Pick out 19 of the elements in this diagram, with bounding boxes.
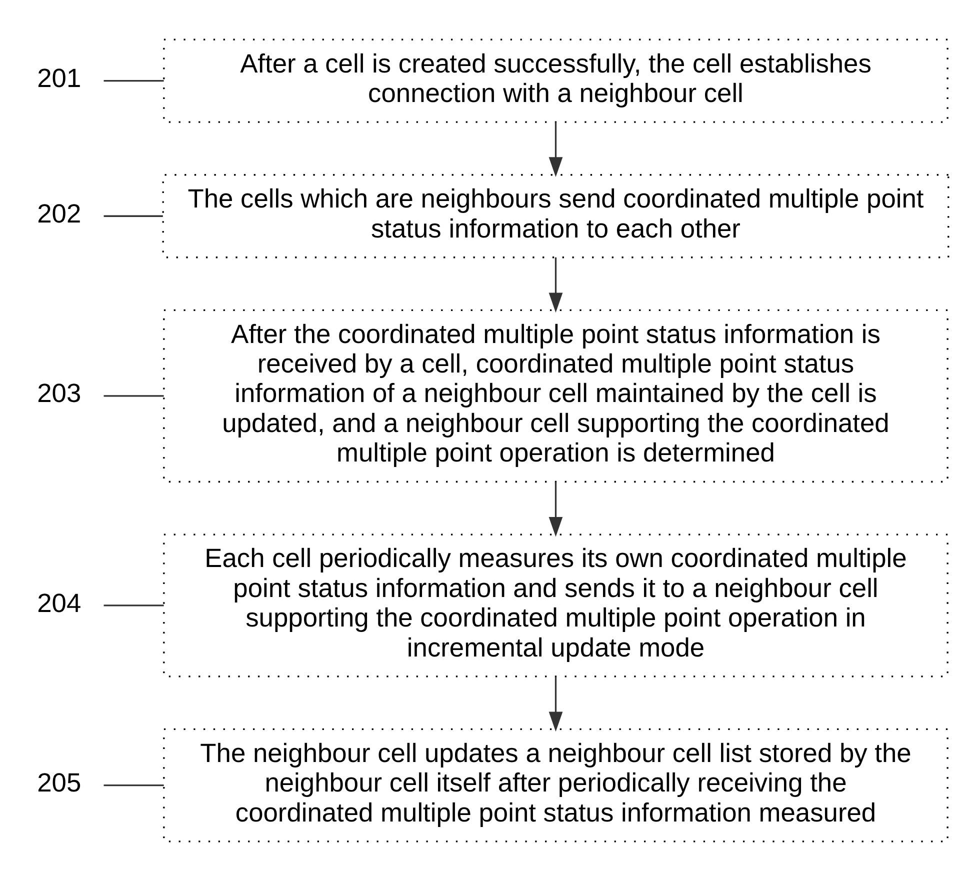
connector xyxy=(104,80,164,82)
connector xyxy=(104,784,164,786)
node-text: 202 xyxy=(37,198,82,228)
arrow xyxy=(548,122,563,176)
node-text: 203 xyxy=(37,378,82,408)
node-box: The cells which are neighbours send coordinated multiple point status information to each other xyxy=(162,174,950,258)
arrow xyxy=(548,676,563,732)
node-box: Each cell periodically measures its own coordinated multiple point status information and sends it to a neighbour cell supporting the coordinated multiple point operation in incremental update mode xyxy=(163,533,948,677)
node-box: After a cell is created successfully, the cell establishes connection with a neighbour cell xyxy=(163,38,948,122)
node-text: 204 xyxy=(37,587,82,618)
arrow xyxy=(548,482,563,536)
connector xyxy=(104,604,164,606)
connector xyxy=(104,394,164,396)
node-text: 205 xyxy=(37,767,82,798)
node-text: 201 xyxy=(37,62,82,93)
arrow xyxy=(548,256,563,312)
node-box: After the coordinated multiple point status information is received by a cell, coordinated multiple point status information of a neighbour cell maintained by the cell is updated, and a neighbour cell supporting the coordinated multiple point operation is determined xyxy=(163,308,948,482)
connector xyxy=(104,214,163,216)
node-box: The neighbour cell updates a neighbour cell list stored by the neighbour cell itself after periodically receiving the coordinated multiple point status information measured xyxy=(163,728,948,842)
